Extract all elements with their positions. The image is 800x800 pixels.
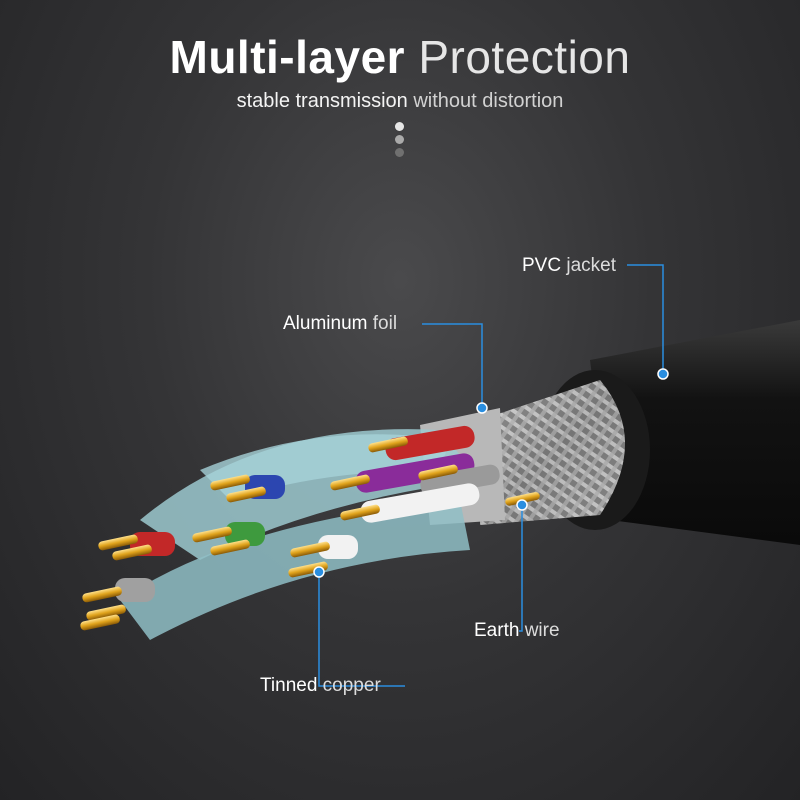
callout-pvc-jacket: PVC jacket xyxy=(522,255,616,277)
callout-tinned-copper: Tinned copper xyxy=(260,675,381,697)
aluminum-bold: Aluminum xyxy=(283,313,368,334)
subtitle-bold: stable transmission xyxy=(236,90,408,112)
subtitle-light: without distortion xyxy=(413,90,564,112)
pvc-callout-dot xyxy=(657,368,669,380)
indicator-dot xyxy=(395,148,404,157)
callout-markers xyxy=(313,368,669,578)
tinned-bold: Tinned xyxy=(260,675,318,696)
earth-bold: Earth xyxy=(474,620,520,641)
title-light: Protection xyxy=(418,31,631,83)
callout-lines xyxy=(318,264,664,687)
indicator-dot xyxy=(395,135,404,144)
gray-wire xyxy=(420,464,500,496)
white-wire xyxy=(360,483,480,523)
scroll-dots-indicator xyxy=(395,122,405,161)
pvc-light: jacket xyxy=(566,255,616,276)
tinned-callout-dot xyxy=(313,566,325,578)
pvc-bold: PVC xyxy=(522,255,562,276)
earth-light: wire xyxy=(524,620,560,641)
gray-wire-front xyxy=(115,578,155,602)
tinned-copper-conductors xyxy=(80,436,540,631)
indicator-dot xyxy=(395,122,404,131)
tinned-callout-line xyxy=(318,572,405,687)
callout-aluminum-foil: Aluminum foil xyxy=(283,313,397,335)
earth-callout-line xyxy=(519,505,523,632)
earth-callout-dot xyxy=(516,499,528,511)
page-subtitle: stable transmission without distortion xyxy=(0,90,800,113)
aluminum-callout-dot xyxy=(476,402,488,414)
callout-earth-wire: Earth wire xyxy=(474,620,560,642)
page-title: Multi-layer Protection xyxy=(0,30,800,84)
aluminum-light: foil xyxy=(372,313,398,334)
green-wire xyxy=(225,522,265,546)
tinned-light: copper xyxy=(322,675,381,696)
title-bold: Multi-layer xyxy=(169,31,406,83)
pvc-callout-line xyxy=(627,264,664,374)
purple-wire xyxy=(355,453,475,493)
red-wire xyxy=(385,425,475,461)
white-wire-front xyxy=(318,535,358,559)
aluminum-callout-line xyxy=(422,323,483,408)
